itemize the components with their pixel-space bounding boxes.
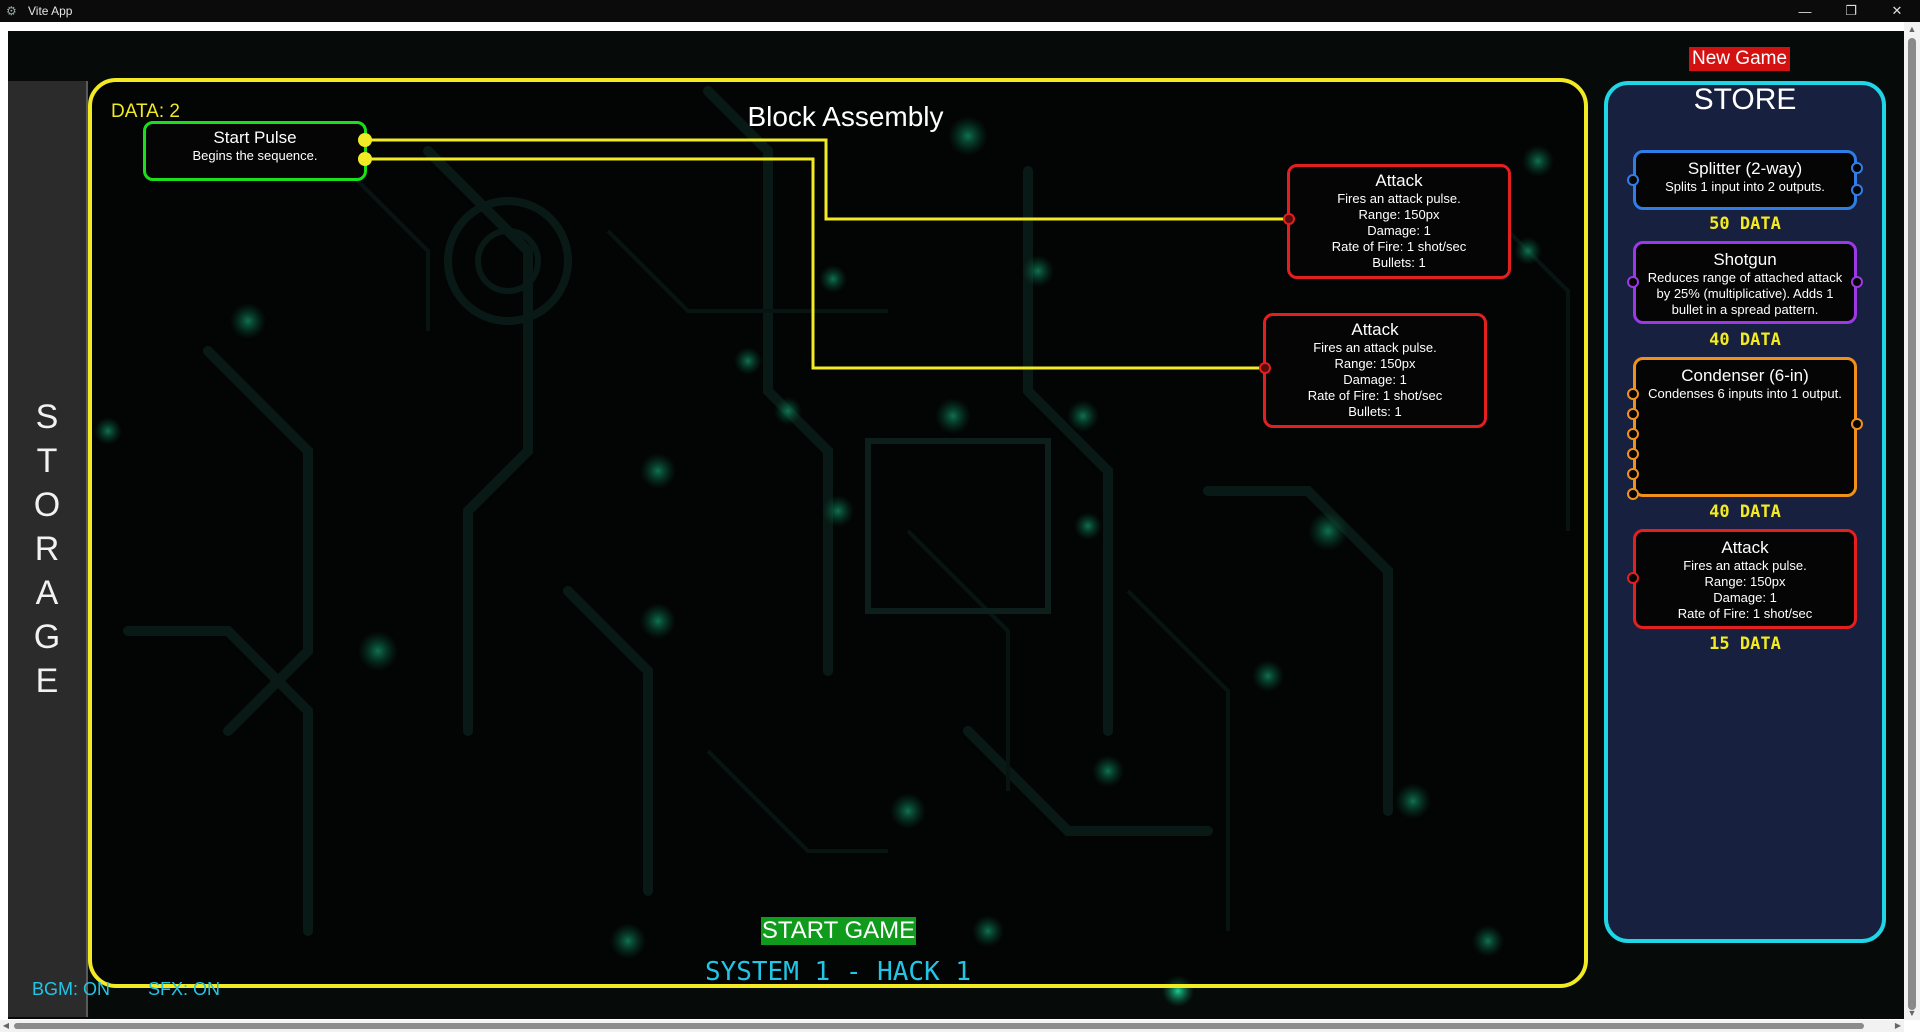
app-icon: ⚙ [6, 4, 17, 18]
attack-2-input-port[interactable] [1259, 362, 1271, 374]
attack-block[interactable]: Attack Fires an attack pulse. Range: 150… [1263, 313, 1487, 428]
condenser-input-port [1627, 468, 1639, 480]
block-desc-line: Fires an attack pulse. [1313, 340, 1437, 355]
storage-letter: A [35, 574, 59, 612]
item-name: Splitter (2-way) [1687, 159, 1803, 178]
condenser-input-port [1627, 428, 1639, 440]
condenser-input-port [1627, 388, 1639, 400]
block-desc-line: Damage: 1 [1367, 223, 1431, 238]
bgm-toggle[interactable]: BGM: ON [32, 979, 111, 999]
store-panel [1604, 81, 1886, 943]
condenser-input-port [1627, 448, 1639, 460]
scroll-right-arrow-icon[interactable]: ▶ [1894, 1021, 1902, 1030]
level-label: SYSTEM 1 - HACK 1 [704, 957, 972, 987]
storage-panel[interactable]: S T O R A G E [8, 81, 88, 1017]
new-game-button[interactable]: New Game [1689, 47, 1791, 71]
storage-letter: S [35, 398, 59, 436]
block-desc-line: Damage: 1 [1343, 372, 1407, 387]
data-counter: DATA: 2 [111, 101, 180, 122]
store-item-condenser[interactable]: Condenser (6-in) Condenses 6 inputs into… [1633, 357, 1857, 497]
close-button[interactable]: ✕ [1891, 3, 1903, 18]
block-name: Attack [1375, 171, 1423, 190]
storage-letter: T [36, 442, 58, 480]
restore-button[interactable]: ❐ [1845, 3, 1857, 18]
window-title: Vite App [28, 4, 73, 18]
start-game-button[interactable]: START GAME [761, 917, 916, 945]
item-name: Condenser (6-in) [1681, 366, 1809, 385]
item-desc-line: Splits 1 input into 2 outputs. [1665, 179, 1825, 194]
block-name: Start Pulse [213, 128, 297, 147]
item-price: 50 DATA [1709, 214, 1781, 234]
horizontal-scrollbar[interactable]: ◀ ▶ [0, 1020, 1904, 1032]
attack-input-port [1627, 572, 1639, 584]
scroll-up-arrow-icon[interactable]: ▲ [1907, 24, 1917, 34]
assembly-title: Block Assembly [747, 101, 944, 132]
condenser-output-port [1851, 418, 1863, 430]
game-viewport: S T O R A G E DATA: 2 Block Assembly Sta… [8, 31, 1904, 1019]
attack-block[interactable]: Attack Fires an attack pulse. Range: 150… [1287, 164, 1511, 279]
window-titlebar: ⚙ Vite App — ❐ ✕ [0, 0, 1920, 22]
block-name: Attack [1351, 320, 1399, 339]
item-desc-line: Fires an attack pulse. [1683, 558, 1807, 573]
sfx-toggle[interactable]: SFX: ON [148, 979, 221, 999]
item-desc-line: Condenses 6 inputs into 1 output. [1648, 386, 1842, 401]
splitter-output-port [1851, 184, 1863, 196]
scroll-left-arrow-icon[interactable]: ◀ [2, 1021, 10, 1030]
shotgun-input-port [1627, 276, 1639, 288]
item-price: 15 DATA [1709, 634, 1781, 654]
vertical-scroll-thumb[interactable] [1908, 38, 1916, 1010]
item-desc-line: by 25% (multiplicative). Adds 1 [1656, 286, 1834, 301]
start-pulse-block[interactable]: Start Pulse Begins the sequence. [143, 121, 367, 181]
store-item-splitter[interactable]: Splitter (2-way) Splits 1 input into 2 o… [1633, 150, 1857, 210]
item-desc-line: Rate of Fire: 1 shot/sec [1677, 606, 1813, 621]
store-title: STORE [1693, 83, 1797, 116]
storage-letter: E [35, 662, 59, 700]
block-desc-line: Range: 150px [1334, 356, 1416, 371]
splitter-input-port [1627, 174, 1639, 186]
block-desc-line: Bullets: 1 [1372, 255, 1426, 270]
item-desc-line: bullet in a spread pattern. [1671, 302, 1819, 317]
block-desc-line: Rate of Fire: 1 shot/sec [1331, 239, 1467, 254]
block-desc-line: Bullets: 1 [1348, 404, 1402, 419]
block-desc-line: Fires an attack pulse. [1337, 191, 1461, 206]
window-controls: — ❐ ✕ [1782, 0, 1920, 22]
store-item-attack[interactable]: Attack Fires an attack pulse. Range: 150… [1633, 529, 1857, 629]
storage-letter: R [34, 530, 60, 568]
block-desc: Begins the sequence. [192, 148, 318, 163]
item-desc-line: Reduces range of attached attack [1647, 270, 1843, 285]
storage-letter: G [33, 618, 61, 656]
start-output-port-1[interactable] [358, 133, 372, 147]
condenser-input-port [1627, 488, 1639, 500]
vertical-scrollbar[interactable]: ▲ ▼ [1904, 22, 1920, 1020]
shotgun-output-port [1851, 276, 1863, 288]
item-desc-line: Range: 150px [1704, 574, 1786, 589]
store-item-shotgun[interactable]: Shotgun Reduces range of attached attack… [1633, 241, 1857, 324]
storage-letter: O [33, 486, 61, 524]
block-desc-line: Range: 150px [1358, 207, 1440, 222]
attack-1-input-port[interactable] [1283, 213, 1295, 225]
horizontal-scroll-thumb[interactable] [14, 1023, 1864, 1029]
item-name: Attack [1721, 538, 1769, 557]
item-desc-line: Damage: 1 [1713, 590, 1777, 605]
start-output-port-2[interactable] [358, 152, 372, 166]
splitter-output-port [1851, 162, 1863, 174]
item-price: 40 DATA [1709, 502, 1781, 522]
block-desc-line: Rate of Fire: 1 shot/sec [1307, 388, 1443, 403]
condenser-input-port [1627, 408, 1639, 420]
item-name: Shotgun [1713, 250, 1777, 269]
item-price: 40 DATA [1709, 330, 1781, 350]
scroll-down-arrow-icon[interactable]: ▼ [1907, 1008, 1917, 1018]
minimize-button[interactable]: — [1798, 3, 1812, 19]
